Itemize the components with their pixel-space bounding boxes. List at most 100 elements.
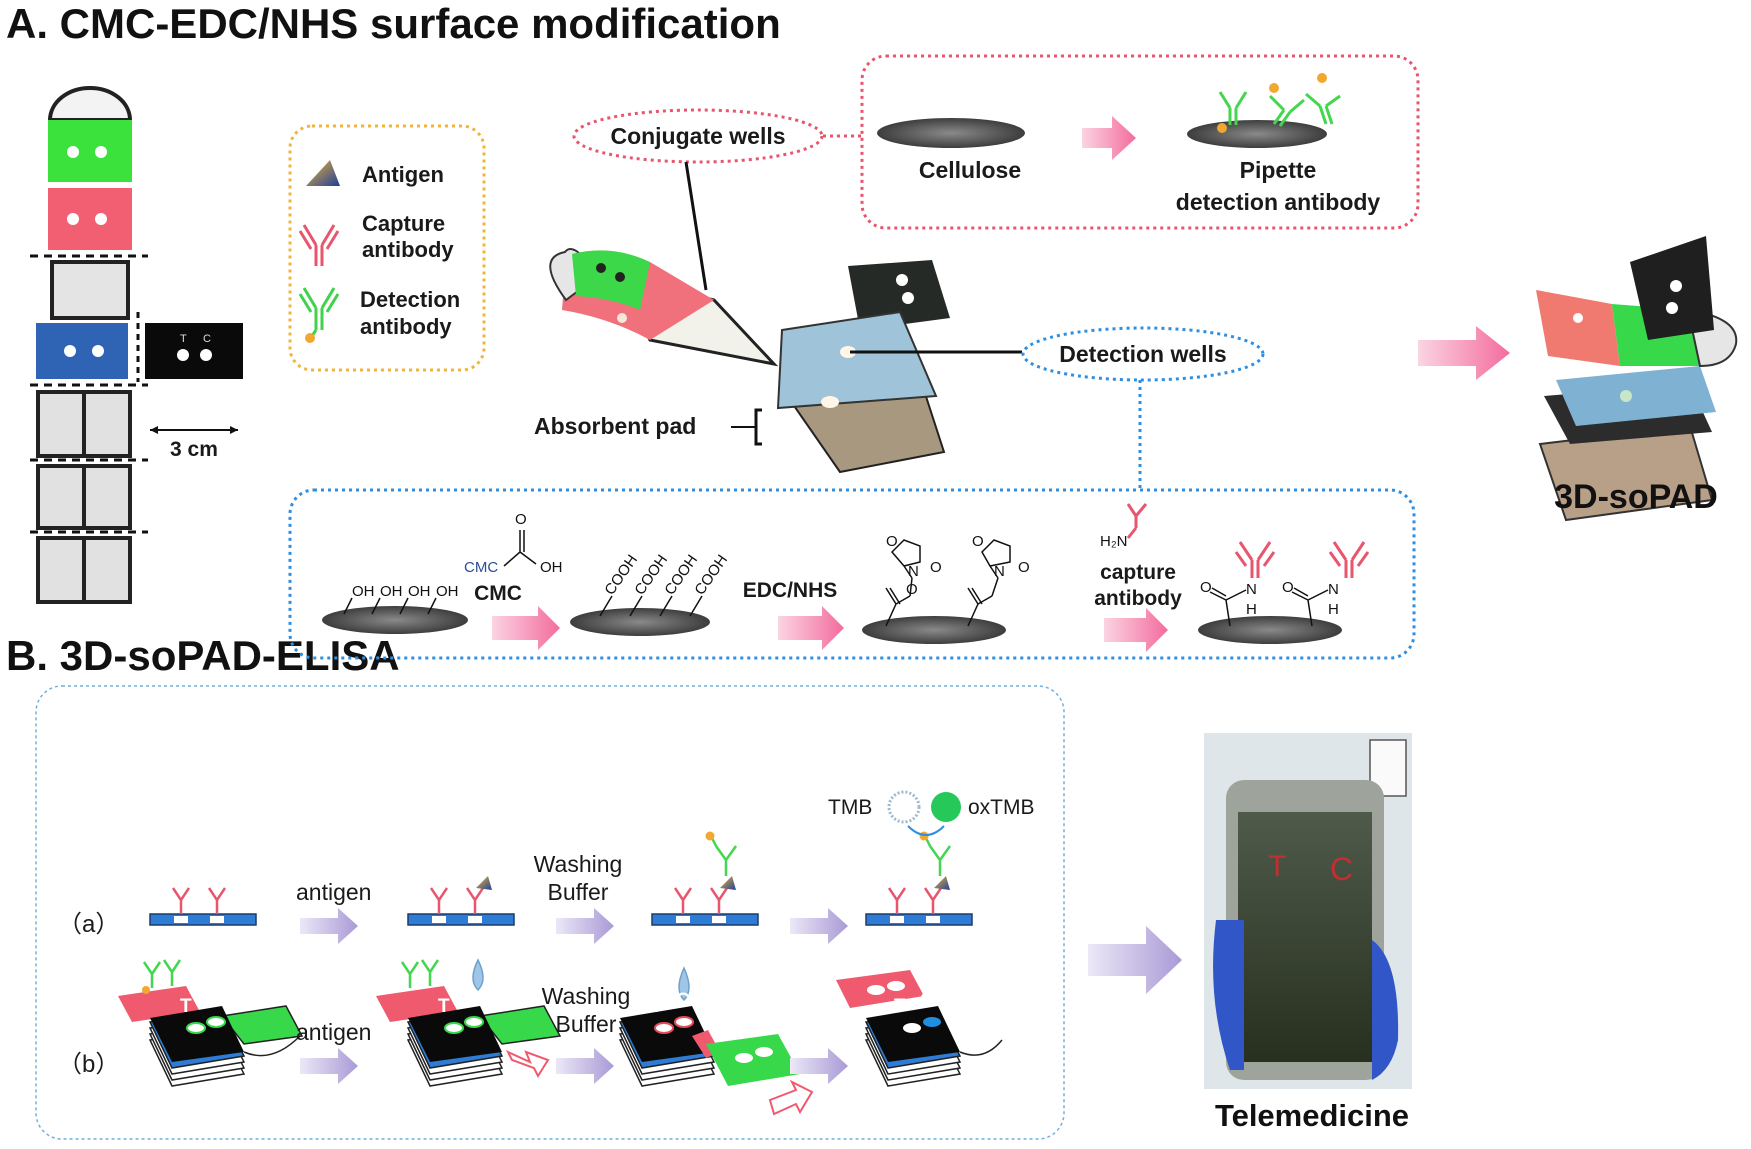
blank-pad <box>50 260 130 320</box>
absorbent-pad-label: Absorbent pad <box>534 413 696 439</box>
pointer-line <box>684 161 708 291</box>
bound-antigen <box>476 876 492 890</box>
detection-antibody <box>710 837 738 876</box>
process-arrow <box>1082 116 1136 160</box>
well <box>67 146 79 158</box>
well <box>1670 280 1682 292</box>
gloved-hand <box>1213 920 1244 1070</box>
well <box>177 349 189 361</box>
pad-bracket <box>754 408 762 446</box>
legend-detection-1: Detection <box>360 287 460 312</box>
well <box>1573 313 1583 323</box>
detection-antibodies <box>142 959 182 988</box>
pink-pad <box>48 188 132 250</box>
well <box>1666 302 1678 314</box>
device-schematic <box>618 966 814 1116</box>
step-arrow <box>556 1048 614 1084</box>
oxidation-arrow <box>907 825 945 836</box>
t-label: T <box>180 996 192 1017</box>
antibody-coated-disc <box>1198 616 1342 644</box>
process-arrow <box>492 606 560 650</box>
hydroxyl: OH <box>436 583 459 600</box>
detection-antibody <box>924 837 952 876</box>
ester-oxygen: O <box>906 581 918 598</box>
folded-device-photo <box>1536 236 1738 522</box>
cmc-label: CMC <box>474 582 522 605</box>
process-arrow <box>1104 608 1168 652</box>
step-arrow <box>300 1048 358 1084</box>
unfolded-device-strip: T C 3 cm <box>30 86 243 604</box>
nhs-nitrogen: N <box>994 563 1005 580</box>
imide-oxygen: O <box>886 533 898 550</box>
substrate-strip <box>407 913 515 926</box>
amide-nitrogen: N <box>1246 581 1257 598</box>
legend-detection-2: antibody <box>360 314 452 339</box>
tmb-label: TMB <box>828 796 872 819</box>
legend-antigen: Antigen <box>362 162 444 187</box>
cellulose-panel: Cellulose Pipette detection antibody <box>860 54 1420 230</box>
absorbent-layer <box>82 464 132 530</box>
amide-bonds <box>1209 587 1329 627</box>
well <box>95 213 107 225</box>
gloved-hand <box>1372 940 1399 1080</box>
enzyme-label-dot <box>705 831 715 841</box>
cellulose-disc <box>877 118 1025 148</box>
carbonyl-oxygen: O <box>515 511 527 528</box>
absorbent-layer <box>36 464 86 530</box>
capture-antibodies <box>887 887 943 914</box>
row-b-label: （b） <box>58 1051 119 1078</box>
elisa-panel-border <box>35 685 1065 1140</box>
acid-hydroxyl: OH <box>540 559 563 576</box>
blue-pad <box>36 323 128 379</box>
black-cover-pad <box>145 323 243 379</box>
to-telemedicine-arrow <box>1088 926 1182 994</box>
well <box>821 396 839 408</box>
well <box>67 213 79 225</box>
detection-antibody-icon <box>298 287 340 337</box>
well <box>617 313 627 323</box>
step-arrow <box>790 908 848 944</box>
section-b-title: B. 3D-soPAD-ELISA <box>6 632 400 679</box>
detection-wells-callout <box>1021 326 1265 382</box>
pipette-label-1: Pipette <box>1240 157 1317 183</box>
phone-t-label: T <box>1268 850 1286 883</box>
well <box>840 346 856 358</box>
c-label: C <box>676 990 690 1011</box>
amine-group: H₂N <box>1100 533 1128 550</box>
capture-antibody-icon <box>1126 503 1148 539</box>
nhs-ester-bonds <box>885 539 1011 627</box>
amide-nitrogen: N <box>1328 581 1339 598</box>
to-assembled-arrow <box>1418 326 1510 380</box>
well <box>200 349 212 361</box>
immobilized-capture-antibodies <box>1234 541 1370 578</box>
modified-disc <box>1187 120 1327 148</box>
well <box>95 146 107 158</box>
enzyme-label-dot <box>1317 73 1327 83</box>
row-b-steps: T C antigen T C Washing B <box>118 958 1003 1116</box>
amide-oxygen: O <box>1282 579 1294 596</box>
conjugate-wells-callout <box>572 108 824 164</box>
blue-pad-3d <box>1556 366 1716 426</box>
capture-antibodies <box>673 887 729 914</box>
hydroxyl: OH <box>408 583 431 600</box>
oxtmb-label: oxTMB <box>968 796 1035 819</box>
imide-oxygen: O <box>972 533 984 550</box>
antigen-step-label: antigen <box>296 879 371 905</box>
capture-antibody-icon <box>298 224 340 266</box>
bound-antigen <box>720 876 736 890</box>
hydroxyl: OH <box>352 583 375 600</box>
washing-label-2: Buffer <box>556 1011 617 1037</box>
capture-antibodies <box>429 887 485 914</box>
telemedicine-photo: T C <box>1204 733 1412 1089</box>
step-arrow <box>790 1048 848 1084</box>
enzyme-label-dot <box>305 333 315 343</box>
well <box>64 345 76 357</box>
phone-c-label: C <box>1330 851 1353 887</box>
absorbent-layer <box>82 390 132 458</box>
well <box>1620 390 1632 402</box>
capture-step-label-1: capture <box>1100 561 1176 584</box>
amide-oxygen: O <box>1200 579 1212 596</box>
well <box>596 263 606 273</box>
chemistry-panel-border <box>288 488 1416 660</box>
